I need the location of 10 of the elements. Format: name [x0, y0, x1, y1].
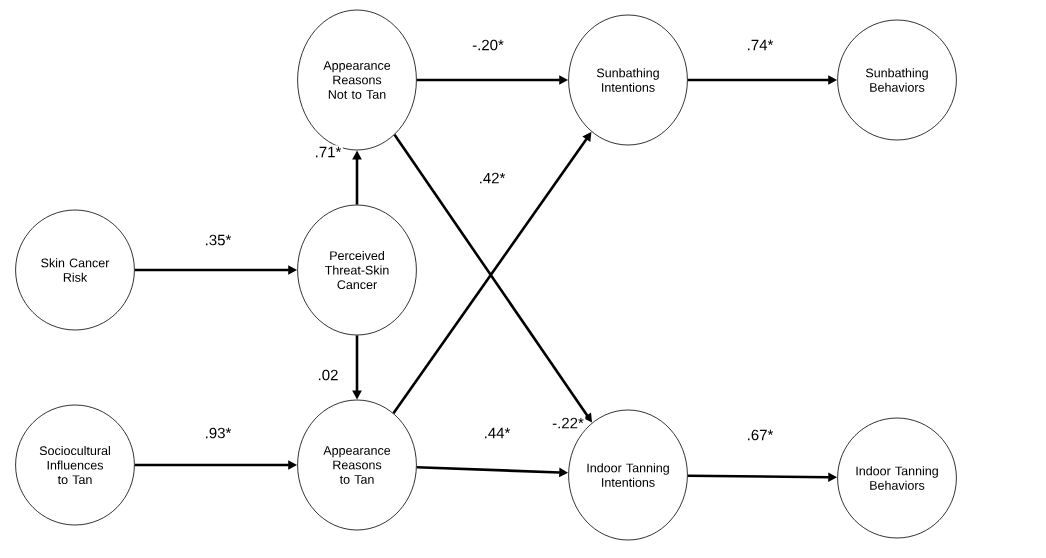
path-coefficient: .35*	[203, 233, 233, 247]
path-coefficient: .02	[316, 368, 340, 382]
path-coefficient: .93*	[203, 426, 233, 440]
path-coefficient: .44*	[482, 426, 512, 440]
path-coefficient: .74*	[745, 38, 775, 52]
path-coefficient: -.20*	[470, 38, 506, 52]
path-coefficient: -.22*	[550, 416, 586, 430]
path-coefficient: .42*	[477, 171, 507, 185]
path-coefficient: .71*	[313, 145, 343, 159]
path-coefficient: .67*	[745, 428, 775, 442]
